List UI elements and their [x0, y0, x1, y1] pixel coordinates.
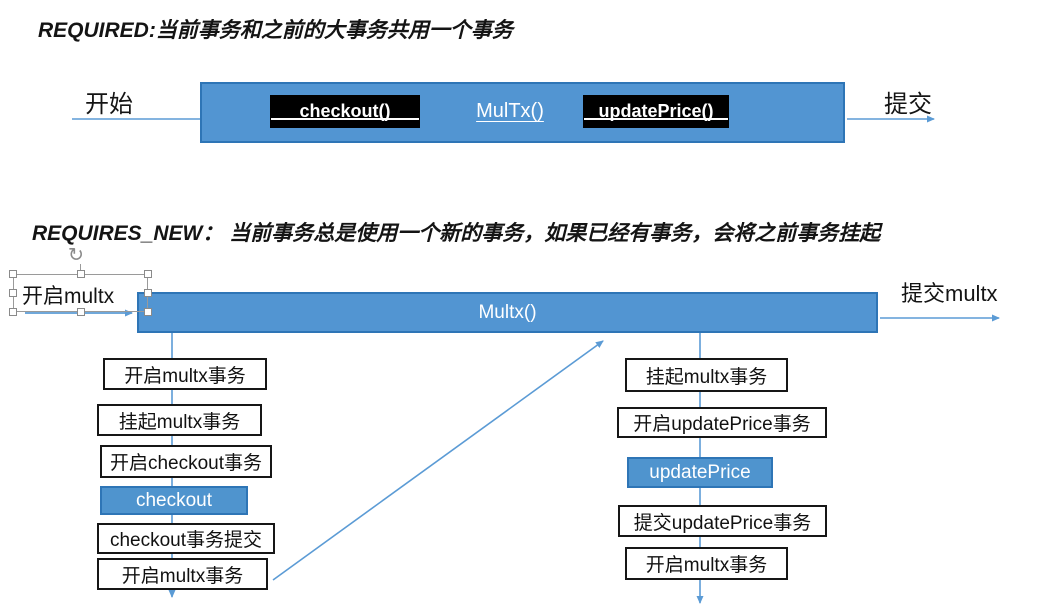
step-label: updatePrice — [649, 461, 751, 483]
step-box-open-checkout-tx: 开启checkout事务 — [100, 445, 272, 478]
step-box-suspend-multx-tx: 挂起multx事务 — [97, 404, 262, 436]
checkout-step-box: checkout — [100, 486, 248, 515]
step-label: 开启multx事务 — [124, 365, 246, 387]
required-title: REQUIRED:当前事务和之前的大事务共用一个事务 — [38, 19, 513, 42]
step-label: checkout — [135, 489, 213, 511]
selection-handle-s[interactable] — [77, 308, 85, 316]
selection-handle-e[interactable] — [144, 289, 152, 297]
step-box-open-updateprice-tx: 开启updatePrice事务 — [617, 407, 827, 438]
updateprice-step-box: updatePrice — [627, 457, 773, 488]
requires-new-start-label: 开启multx — [22, 285, 115, 308]
step-label: 开启updatePrice事务 — [633, 414, 811, 435]
rotate-handle-stem — [80, 264, 81, 272]
step-label: 挂起multx事务 — [118, 411, 241, 433]
selection-handle-n[interactable] — [77, 270, 85, 278]
step-box-suspend-multx-tx-r: 挂起multx事务 — [625, 358, 788, 392]
selection-handle-ne[interactable] — [144, 270, 152, 278]
selection-rect — [13, 274, 148, 312]
resume-diagonal-arrow — [272, 340, 604, 581]
step-label: checkout事务提交 — [109, 530, 263, 551]
selection-handle-se[interactable] — [144, 308, 152, 316]
selection-handle-sw[interactable] — [9, 308, 17, 316]
required-commit-label: 提交 — [884, 91, 932, 118]
step-label: 提交updatePrice事务 — [633, 512, 812, 534]
step-box-checkout-commit: checkout事务提交 — [97, 523, 275, 554]
updateprice-method-box: updatePrice() — [583, 95, 729, 128]
checkout-method-label: checkout() — [299, 101, 391, 121]
rotate-handle-icon[interactable]: ↻ — [68, 245, 84, 266]
requires-new-transaction-bar: Multx() — [137, 292, 878, 333]
step-label: 开启multx事务 — [645, 555, 768, 576]
step-box-open-multx-tx-1: 开启multx事务 — [103, 358, 267, 390]
requires-new-bar-label: Multx() — [478, 301, 537, 323]
required-start-label: 开始 — [85, 91, 133, 118]
requires-new-title: REQUIRES_NEW： 当前事务总是使用一个新的事务，如果已经有事务，会将之… — [32, 222, 881, 245]
selection-handle-w[interactable] — [9, 289, 17, 297]
step-label: 挂起multx事务 — [645, 366, 768, 388]
requires-new-commit-label: 提交multx — [901, 281, 998, 306]
required-transaction-bar — [200, 82, 845, 143]
step-box-open-multx-tx-2: 开启multx事务 — [97, 558, 268, 590]
updateprice-method-label: updatePrice() — [598, 101, 714, 121]
step-box-commit-updateprice-tx: 提交updatePrice事务 — [618, 505, 827, 537]
step-label: 开启multx事务 — [121, 565, 244, 587]
checkout-method-box: checkout() — [270, 95, 420, 128]
required-bar-label: MulTx() — [476, 100, 544, 122]
step-box-open-multx-tx-r: 开启multx事务 — [625, 547, 788, 580]
step-label: 开启checkout事务 — [109, 453, 263, 474]
selection-handle-nw[interactable] — [9, 270, 17, 278]
